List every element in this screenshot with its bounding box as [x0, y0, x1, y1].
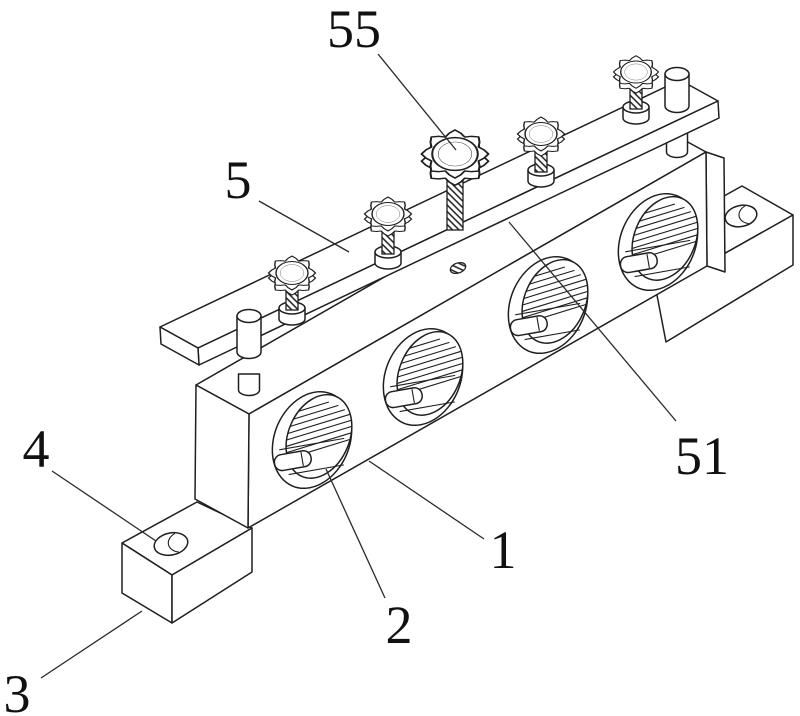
knob-3-threaded-shaft: [446, 179, 464, 231]
reference-numeral-51: 51: [675, 426, 729, 486]
mounting-foot-left: [121, 501, 253, 624]
guide-pin-left-lower: [237, 373, 261, 397]
leader-line-4: [51, 470, 157, 542]
leader-line-55: [377, 53, 457, 151]
bar-top-thread-hole: [449, 261, 467, 275]
leader-line-3: [40, 610, 143, 679]
reference-numeral-1: 1: [490, 520, 517, 580]
leader-line-2: [325, 468, 386, 599]
reference-numeral-5: 5: [225, 150, 252, 210]
leader-line-1: [368, 460, 485, 540]
leader-line-51: [508, 221, 677, 422]
reference-numeral-4: 4: [23, 419, 50, 479]
foot-left-side-face: [171, 527, 253, 624]
knob-screw-3-lifted: [420, 128, 490, 231]
star-knob-5: [612, 55, 660, 94]
reference-numeral-2: 2: [386, 595, 413, 655]
star-knob-3: [420, 128, 490, 187]
knob-screw-2: [363, 196, 413, 270]
rail-left-end-face: [159, 326, 200, 366]
star-knob-4: [516, 116, 566, 157]
star-knob-2: [363, 196, 413, 237]
knob-screw-1: [267, 255, 317, 326]
knob-screw-4: [516, 116, 566, 188]
star-knob-1: [267, 255, 317, 296]
reference-numeral-3: 3: [4, 664, 31, 716]
reference-numeral-55: 55: [327, 0, 381, 59]
knob-screw-5: [612, 55, 660, 125]
bar-right-end-face: [705, 151, 726, 273]
guide-pin-left: [236, 308, 262, 360]
guide-pin-right: [664, 66, 690, 114]
leader-line-5: [258, 200, 350, 253]
bar-left-end-face: [194, 384, 250, 529]
